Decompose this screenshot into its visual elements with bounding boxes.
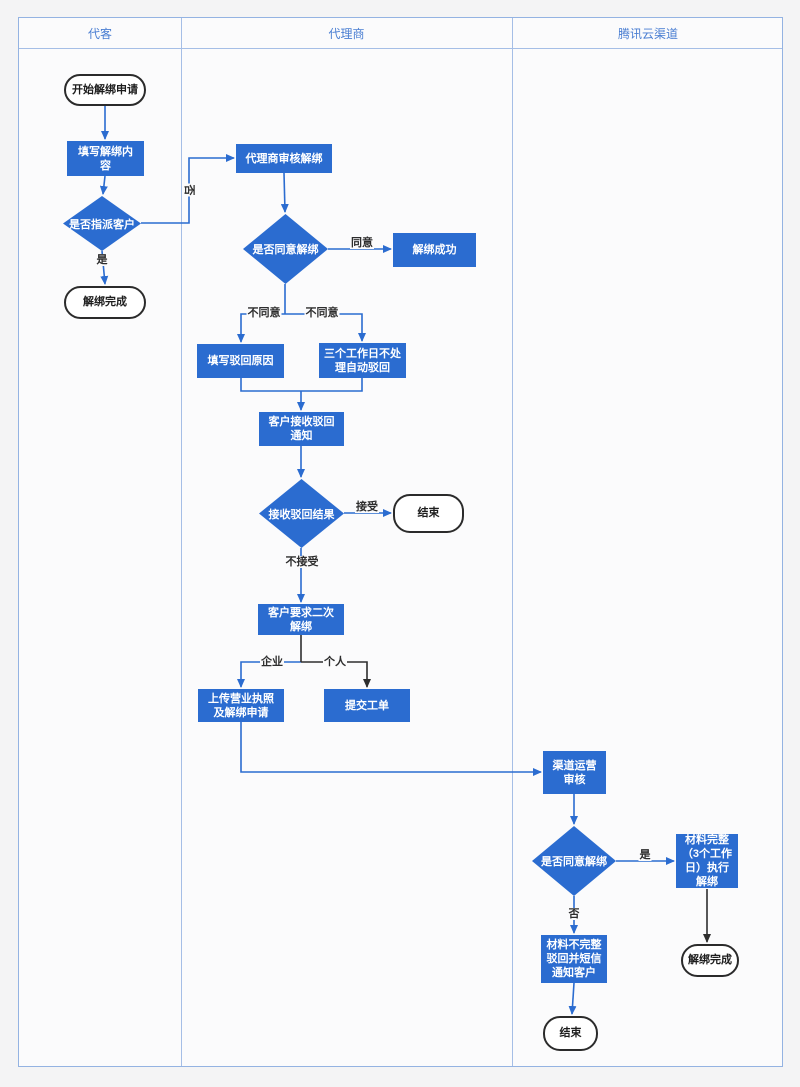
edge-label-disagree-right: 不同意 bbox=[304, 307, 340, 319]
second-unbind-request-label: 客户要求二次解绑 bbox=[268, 606, 334, 633]
upload-license-label: 上传营业执照及解绑申请 bbox=[208, 692, 274, 719]
unbind-success-node: 解绑成功 bbox=[393, 233, 476, 267]
complete-execute-node: 材料完整（3个工作日）执行解绑 bbox=[676, 834, 738, 888]
lane-header-separator bbox=[19, 48, 782, 49]
edge-label-disagree-left: 不同意 bbox=[246, 307, 282, 319]
assign-decision-diamond: 是否指派客户 bbox=[63, 196, 141, 251]
start-node-label: 开始解绑申请 bbox=[72, 83, 138, 96]
edge-label-no-1: 否 bbox=[183, 183, 195, 197]
channel-review-node: 渠道运营审核 bbox=[543, 751, 606, 794]
unbind-done-label-1: 解绑完成 bbox=[83, 296, 127, 308]
lane-label: 代客 bbox=[87, 26, 112, 41]
end-label-1: 结束 bbox=[417, 507, 440, 519]
agent-review-node: 代理商审核解绑 bbox=[236, 144, 332, 173]
channel-review-label: 渠道运营审核 bbox=[552, 759, 597, 786]
lane-divider-1 bbox=[181, 18, 182, 1066]
submit-ticket-label: 提交工单 bbox=[345, 699, 389, 712]
end-label-2: 结束 bbox=[559, 1027, 582, 1039]
swimlane-diagram: 代客 代理商 腾讯云渠道 bbox=[18, 17, 783, 1067]
edge-label-yes-1: 是 bbox=[95, 254, 109, 266]
submit-ticket-node: 提交工单 bbox=[324, 689, 410, 722]
unbind-done-node-2: 解绑完成 bbox=[681, 944, 739, 977]
end-node-1: 结束 bbox=[393, 494, 464, 533]
edge-label-accept: 接受 bbox=[355, 501, 379, 513]
edge-label-personal: 个人 bbox=[323, 656, 347, 668]
agent-review-label: 代理商审核解绑 bbox=[245, 152, 323, 165]
edge-label-no-2: 否 bbox=[567, 908, 581, 920]
agree-decision-label: 是否同意解绑 bbox=[252, 244, 319, 256]
lane-header-customer: 代客 bbox=[19, 18, 181, 48]
auto-reject-node: 三个工作日不处理自动驳回 bbox=[319, 343, 406, 378]
receive-reject-notice-node: 客户接收驳回通知 bbox=[259, 412, 344, 446]
lane-label: 代理商 bbox=[328, 26, 365, 41]
edge-label-agree: 同意 bbox=[350, 237, 374, 249]
unbind-done-label-2: 解绑完成 bbox=[688, 954, 732, 966]
edge-label-yes-2: 是 bbox=[638, 849, 652, 861]
fill-reject-reason-label: 填写驳回原因 bbox=[207, 355, 274, 367]
unbind-success-label: 解绑成功 bbox=[412, 244, 457, 256]
auto-reject-label: 三个工作日不处理自动驳回 bbox=[324, 347, 401, 374]
channel-agree-decision-diamond: 是否同意解绑 bbox=[532, 826, 616, 896]
unbind-done-node-1: 解绑完成 bbox=[64, 286, 146, 319]
incomplete-reject-label: 材料不完整驳回并短信通知客户 bbox=[546, 939, 602, 979]
edge-label-not-accept: 不接受 bbox=[284, 556, 320, 568]
reject-result-decision-diamond: 接收驳回结果 bbox=[259, 479, 344, 548]
lane-divider-2 bbox=[512, 18, 513, 1066]
edge-label-enterprise: 企业 bbox=[260, 656, 284, 668]
incomplete-reject-node: 材料不完整驳回并短信通知客户 bbox=[541, 935, 607, 983]
lane-header-tencent-channel: 腾讯云渠道 bbox=[512, 18, 784, 48]
reject-result-decision-label: 接收驳回结果 bbox=[268, 508, 335, 521]
receive-reject-notice-label: 客户接收驳回通知 bbox=[268, 416, 335, 442]
fill-content-node: 填写解绑内容 bbox=[67, 141, 144, 176]
start-node: 开始解绑申请 bbox=[64, 74, 146, 106]
upload-license-node: 上传营业执照及解绑申请 bbox=[198, 689, 284, 722]
fill-reject-reason-node: 填写驳回原因 bbox=[197, 344, 284, 378]
fill-content-label: 填写解绑内容 bbox=[78, 145, 133, 172]
second-unbind-request-node: 客户要求二次解绑 bbox=[258, 604, 344, 635]
end-node-2: 结束 bbox=[543, 1016, 598, 1051]
agree-decision-diamond: 是否同意解绑 bbox=[243, 214, 328, 284]
channel-agree-decision-label: 是否同意解绑 bbox=[541, 856, 607, 868]
lane-label: 腾讯云渠道 bbox=[617, 26, 678, 41]
complete-execute-label: 材料完整（3个工作日）执行解绑 bbox=[681, 834, 733, 888]
assign-decision-label: 是否指派客户 bbox=[69, 218, 135, 231]
lane-header-agent: 代理商 bbox=[181, 18, 512, 48]
